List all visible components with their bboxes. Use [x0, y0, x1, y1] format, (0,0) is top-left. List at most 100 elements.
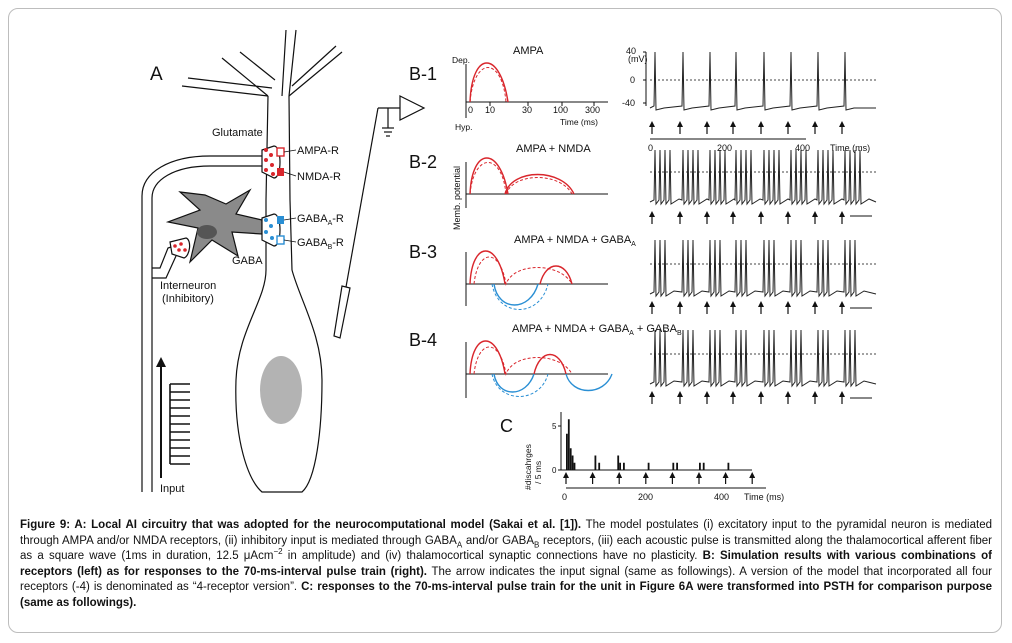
- b1-title: AMPA: [513, 45, 544, 57]
- psth-ylabel-1: #discahrges: [523, 444, 533, 490]
- b3-nmda-curve: [539, 265, 573, 285]
- psth-bar: [702, 462, 705, 470]
- psth-xtick: 0: [562, 492, 567, 502]
- psth-bar: [619, 462, 621, 470]
- psth-stimulus-arrows: [563, 472, 756, 484]
- caption-a-text-3: receptors, (iii) each acoustic pulse is …: [20, 534, 992, 563]
- b3-title: AMPA + NMDA + GABAA: [514, 234, 636, 248]
- thalamocortical-afferent: [141, 155, 262, 492]
- dep-label: Dep.: [452, 55, 470, 65]
- gaba-b-r-label: GABAB-R: [297, 237, 344, 251]
- right-xtick-0: 0: [648, 143, 653, 153]
- input-label: Input: [160, 483, 184, 495]
- b4-nmda-curve: [533, 354, 567, 375]
- figure-frame: [8, 8, 1002, 633]
- b3-axes: [465, 252, 608, 306]
- b4-gaba-b-curve: [565, 373, 613, 391]
- right-xtick-200: 200: [717, 143, 732, 153]
- psth-ytick-0: 0: [552, 466, 557, 475]
- caption-c-bold: C: responses to the 70-ms-interval pulse…: [20, 581, 992, 609]
- psth-axes: [558, 412, 766, 489]
- psth-xticks: 0 200 400: [562, 492, 729, 502]
- gaba-label: GABA: [232, 255, 263, 267]
- b1-tick-10: 10: [485, 105, 495, 115]
- b1-tick-30: 30: [522, 105, 532, 115]
- b1-ampa-curve: [469, 62, 509, 103]
- interneuron-label: Interneuron: [160, 280, 216, 292]
- caption-sub-a: A: [456, 539, 463, 549]
- figure-caption: Figure 9: A: Local AI circuitry that was…: [20, 518, 992, 611]
- psth-bar: [672, 462, 675, 470]
- caption-a-text-1: The model postulates (i) excitatory inpu…: [20, 519, 992, 547]
- b4-ampa-curve: [469, 340, 506, 375]
- caption-a-text-4: in amplitude) and (iv) thalamocortical s…: [282, 550, 698, 562]
- psth-bar: [727, 462, 730, 470]
- psth-bar: [676, 462, 678, 470]
- b2-title: AMPA + NMDA: [516, 143, 591, 155]
- membrane-trace: [649, 329, 877, 388]
- b2-nmda-curve: [504, 173, 575, 195]
- psth-bar: [567, 419, 570, 470]
- psth-bar: [594, 455, 597, 470]
- psth-bar: [569, 448, 572, 470]
- panel-c-label: C: [500, 416, 513, 436]
- caption-figure-label: Figure 9:: [20, 519, 71, 531]
- ampa-receptor: [276, 147, 285, 157]
- psth-bar: [566, 433, 568, 470]
- mv-label: (mV): [628, 54, 648, 64]
- b1-tick-100: 100: [553, 105, 568, 115]
- psth-bar: [571, 455, 574, 470]
- glutamate-label: Glutamate: [212, 127, 263, 139]
- psth-xtick: 200: [638, 492, 653, 502]
- panel-b4-label: B-4: [409, 330, 437, 350]
- gaba-a-r-label: GABAA-R: [297, 213, 344, 227]
- psth-bar: [699, 462, 701, 470]
- caption-sup: −2: [273, 547, 283, 557]
- psth-bar: [617, 455, 620, 470]
- interneuron: [165, 188, 263, 264]
- nucleus: [260, 356, 302, 424]
- stimulus-arrows: [649, 121, 845, 404]
- caption-sub-b: B: [534, 539, 540, 549]
- y-tick-40: 40: [626, 46, 636, 56]
- membrane-trace: [649, 51, 876, 111]
- b2-axes: [465, 162, 608, 208]
- gaba-a-receptor: [277, 216, 284, 224]
- panel-b3-label: B-3: [409, 242, 437, 262]
- spike-traces: [649, 51, 877, 399]
- input-pulse-train-icon: [169, 383, 190, 465]
- glutamate-vesicles: [264, 148, 275, 176]
- b4-gaba-a-curve: [493, 373, 535, 393]
- gaba-bouton: [261, 213, 281, 247]
- figure-illustration: A Glutamate AMPA-R NMDA-R: [141, 29, 877, 502]
- b1-tick-0: 0: [468, 105, 473, 115]
- b4-title: AMPA + NMDA + GABAA + GABAB: [512, 323, 682, 337]
- membrane-trace: [649, 149, 877, 206]
- b2-ampa-curve: [469, 157, 509, 195]
- psth-bar: [573, 462, 576, 470]
- nmda-receptor: [277, 168, 284, 176]
- inhibitory-label: (Inhibitory): [162, 293, 214, 305]
- y-tick-0: 0: [630, 75, 635, 85]
- membrane-trace: [649, 239, 877, 298]
- psth-ylabel-2: / 5 ms: [533, 461, 543, 484]
- hyp-label: Hyp.: [455, 122, 472, 132]
- psth-bar: [647, 462, 650, 470]
- b1-tick-300: 300: [585, 105, 600, 115]
- ampa-r-label: AMPA-R: [297, 145, 339, 157]
- right-time-label: Time (ms): [830, 143, 870, 153]
- b3-ampa-curve: [469, 250, 506, 285]
- recording-electrode: [333, 95, 426, 339]
- psth-xtick: 400: [714, 492, 729, 502]
- y-tick-minus-40: -40: [622, 98, 635, 108]
- psth-time-label: Time (ms): [744, 492, 784, 502]
- interneuron-input-bouton: [169, 237, 191, 259]
- memb-potential-label: Memb. potential: [452, 166, 462, 230]
- b4-axes: [465, 342, 608, 398]
- caption-b-bold: B: Simulation results with various combi…: [20, 550, 992, 578]
- b1-right-axis: [643, 51, 647, 106]
- b1-time-label: Time (ms): [560, 117, 598, 127]
- gaba-b-receptor: [276, 235, 285, 245]
- pyramidal-neuron: [181, 29, 343, 493]
- panel-a-label: A: [150, 64, 163, 85]
